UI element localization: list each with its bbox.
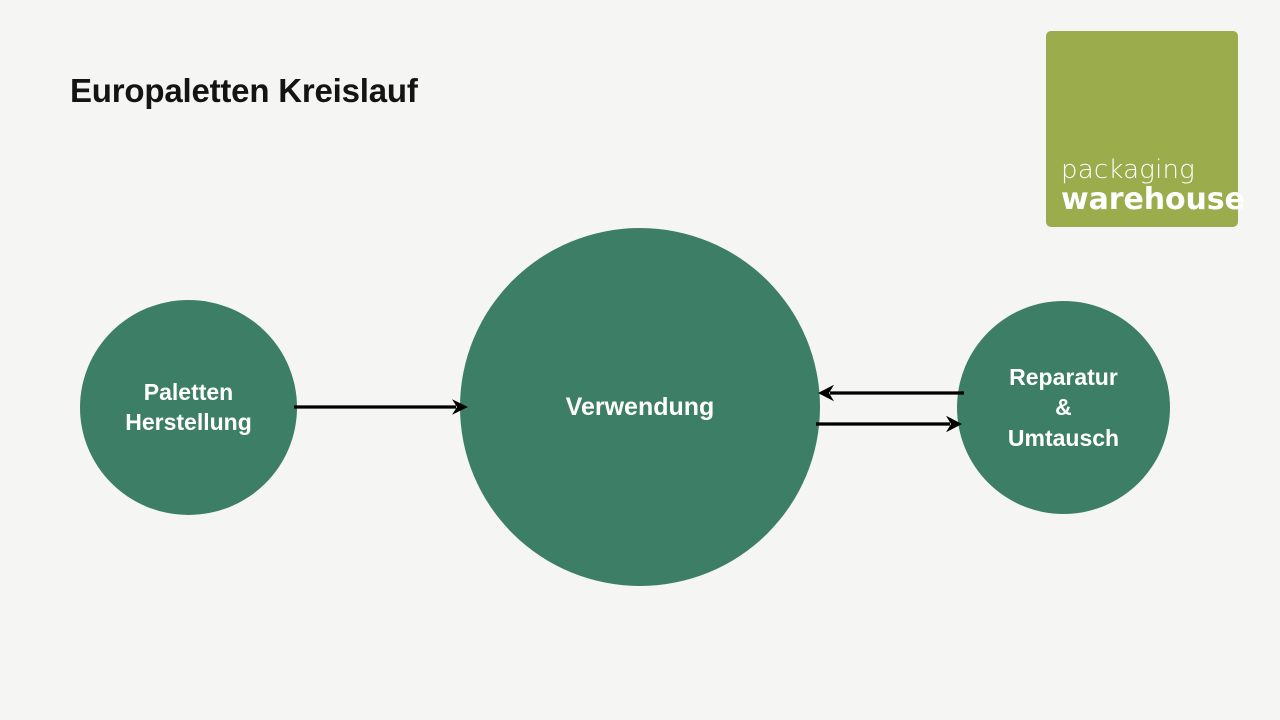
node-label-paletten-herstellung: Paletten Herstellung (125, 379, 252, 435)
arrow-left-icon-repair-to-usage (818, 384, 964, 402)
node-label-verwendung: Verwendung (565, 393, 715, 421)
node-paletten-herstellung[interactable]: Paletten Herstellung (80, 300, 297, 515)
arrow-right-icon-usage-to-repair (816, 415, 962, 433)
node-verwendung[interactable]: Verwendung (460, 228, 820, 586)
logo-line-packaging: packaging (1061, 155, 1195, 186)
logo-line-warehouse: warehouse (1061, 181, 1245, 217)
node-reparatur-umtausch[interactable]: Reparatur & Umtausch (957, 301, 1170, 514)
page-title: Europaletten Kreislauf (70, 72, 418, 109)
packaging-warehouse-logo: packaging warehouse (1046, 31, 1245, 227)
node-label-reparatur-umtausch: Reparatur & Umtausch (1007, 363, 1120, 451)
arrow-right-icon-production-to-usage (294, 399, 468, 415)
logo-text: packaging warehouse (1061, 155, 1245, 217)
